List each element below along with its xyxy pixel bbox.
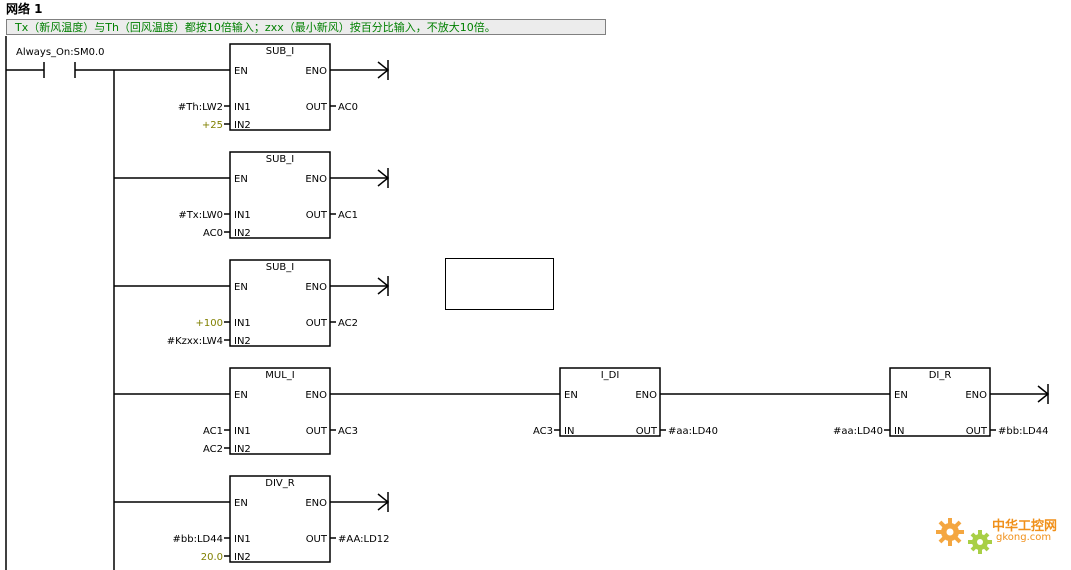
pin-out: OUT [306, 426, 328, 437]
operand-in1[interactable]: #bb:LD44 [173, 534, 223, 545]
normally-open-contact[interactable] [43, 62, 76, 78]
eno-arrow-1 [330, 60, 390, 80]
pin-in1: IN1 [234, 318, 251, 329]
pin-en: EN [234, 174, 248, 185]
eno-arrow-5 [330, 492, 390, 512]
pin-eno: ENO [305, 282, 327, 293]
pin-en: EN [234, 66, 248, 77]
operand-in2[interactable]: +25 [202, 120, 223, 131]
operand-in2[interactable]: 20.0 [201, 552, 223, 563]
pin-in2: IN2 [234, 552, 251, 563]
pin-eno: ENO [305, 66, 327, 77]
pin-in1: IN1 [234, 102, 251, 113]
operand-out[interactable]: #bb:LD44 [998, 426, 1048, 437]
div-r-block[interactable]: DIV_R EN ENO IN1 OUT IN2 [229, 475, 331, 563]
eno-arrow-4 [990, 384, 1050, 404]
pin-in2: IN2 [234, 336, 251, 347]
operand-out[interactable]: AC1 [338, 210, 358, 221]
eno-arrow-2 [330, 168, 390, 188]
mul-i-block[interactable]: MUL_I EN ENO IN1 OUT IN2 [229, 367, 331, 455]
pin-eno: ENO [305, 498, 327, 509]
operand-out[interactable]: #aa:LD40 [668, 426, 718, 437]
network-title: 网络 1 [6, 2, 43, 16]
block-title: SUB_I [266, 154, 294, 165]
contact-label: Always_On:SM0.0 [16, 47, 105, 58]
operand-in1[interactable]: #Tx:LW0 [178, 210, 223, 221]
i-di-block[interactable]: I_DI EN ENO IN OUT [559, 367, 661, 437]
pin-eno: ENO [305, 390, 327, 401]
operand-in2[interactable]: AC2 [203, 444, 223, 455]
eno-arrow-3 [330, 276, 390, 296]
watermark-text: 中华工控网 [992, 519, 1058, 534]
pin-in: IN [564, 426, 574, 437]
operand-out[interactable]: #AA:LD12 [338, 534, 390, 545]
pin-out: OUT [306, 210, 328, 221]
pin-in2: IN2 [234, 444, 251, 455]
operand-out[interactable]: AC3 [338, 426, 358, 437]
pin-en: EN [234, 282, 248, 293]
pin-out: OUT [306, 318, 328, 329]
sub-i-block-2[interactable]: SUB_I EN ENO IN1 OUT IN2 [229, 151, 331, 239]
pin-in1: IN1 [234, 534, 251, 545]
pin-in1: IN1 [234, 210, 251, 221]
operand-out[interactable]: AC2 [338, 318, 358, 329]
watermark-gears-icon [936, 518, 992, 554]
block-title: I_DI [601, 370, 620, 381]
pin-eno: ENO [635, 390, 657, 401]
operand-in2[interactable]: AC0 [203, 228, 223, 239]
pin-out: OUT [966, 426, 988, 437]
pin-en: EN [894, 390, 908, 401]
di-r-block[interactable]: DI_R EN ENO IN OUT [889, 367, 991, 437]
pin-in2: IN2 [234, 120, 251, 131]
pin-en: EN [564, 390, 578, 401]
network-comment[interactable]: Tx（新风温度）与Th（回风温度）都按10倍输入；zxx（最小新风）按百分比输入… [6, 19, 606, 35]
watermark-url: gkong.com [996, 532, 1052, 543]
operand-in1[interactable]: +100 [196, 318, 223, 329]
sub-i-block-3[interactable]: SUB_I EN ENO IN1 OUT IN2 [229, 259, 331, 347]
block-title: MUL_I [265, 370, 294, 381]
operand-in[interactable]: AC3 [533, 426, 553, 437]
pin-out: OUT [306, 534, 328, 545]
pin-en: EN [234, 390, 248, 401]
pin-in1: IN1 [234, 426, 251, 437]
pin-out: OUT [306, 102, 328, 113]
pin-in2: IN2 [234, 228, 251, 239]
block-title: SUB_I [266, 46, 294, 57]
pin-out: OUT [636, 426, 658, 437]
block-title: DI_R [929, 370, 952, 381]
operand-in1[interactable]: AC1 [203, 426, 223, 437]
block-title: SUB_I [266, 262, 294, 273]
operand-in2[interactable]: #Kzxx:LW4 [167, 336, 223, 347]
empty-network-box[interactable] [445, 258, 554, 310]
pin-en: EN [234, 498, 248, 509]
pin-in: IN [894, 426, 904, 437]
block-title: DIV_R [265, 478, 294, 489]
operand-out[interactable]: AC0 [338, 102, 358, 113]
operand-in[interactable]: #aa:LD40 [833, 426, 883, 437]
pin-eno: ENO [965, 390, 987, 401]
pin-eno: ENO [305, 174, 327, 185]
sub-i-block-1[interactable]: SUB_I EN ENO IN1 OUT IN2 [229, 43, 331, 131]
operand-in1[interactable]: #Th:LW2 [178, 102, 223, 113]
